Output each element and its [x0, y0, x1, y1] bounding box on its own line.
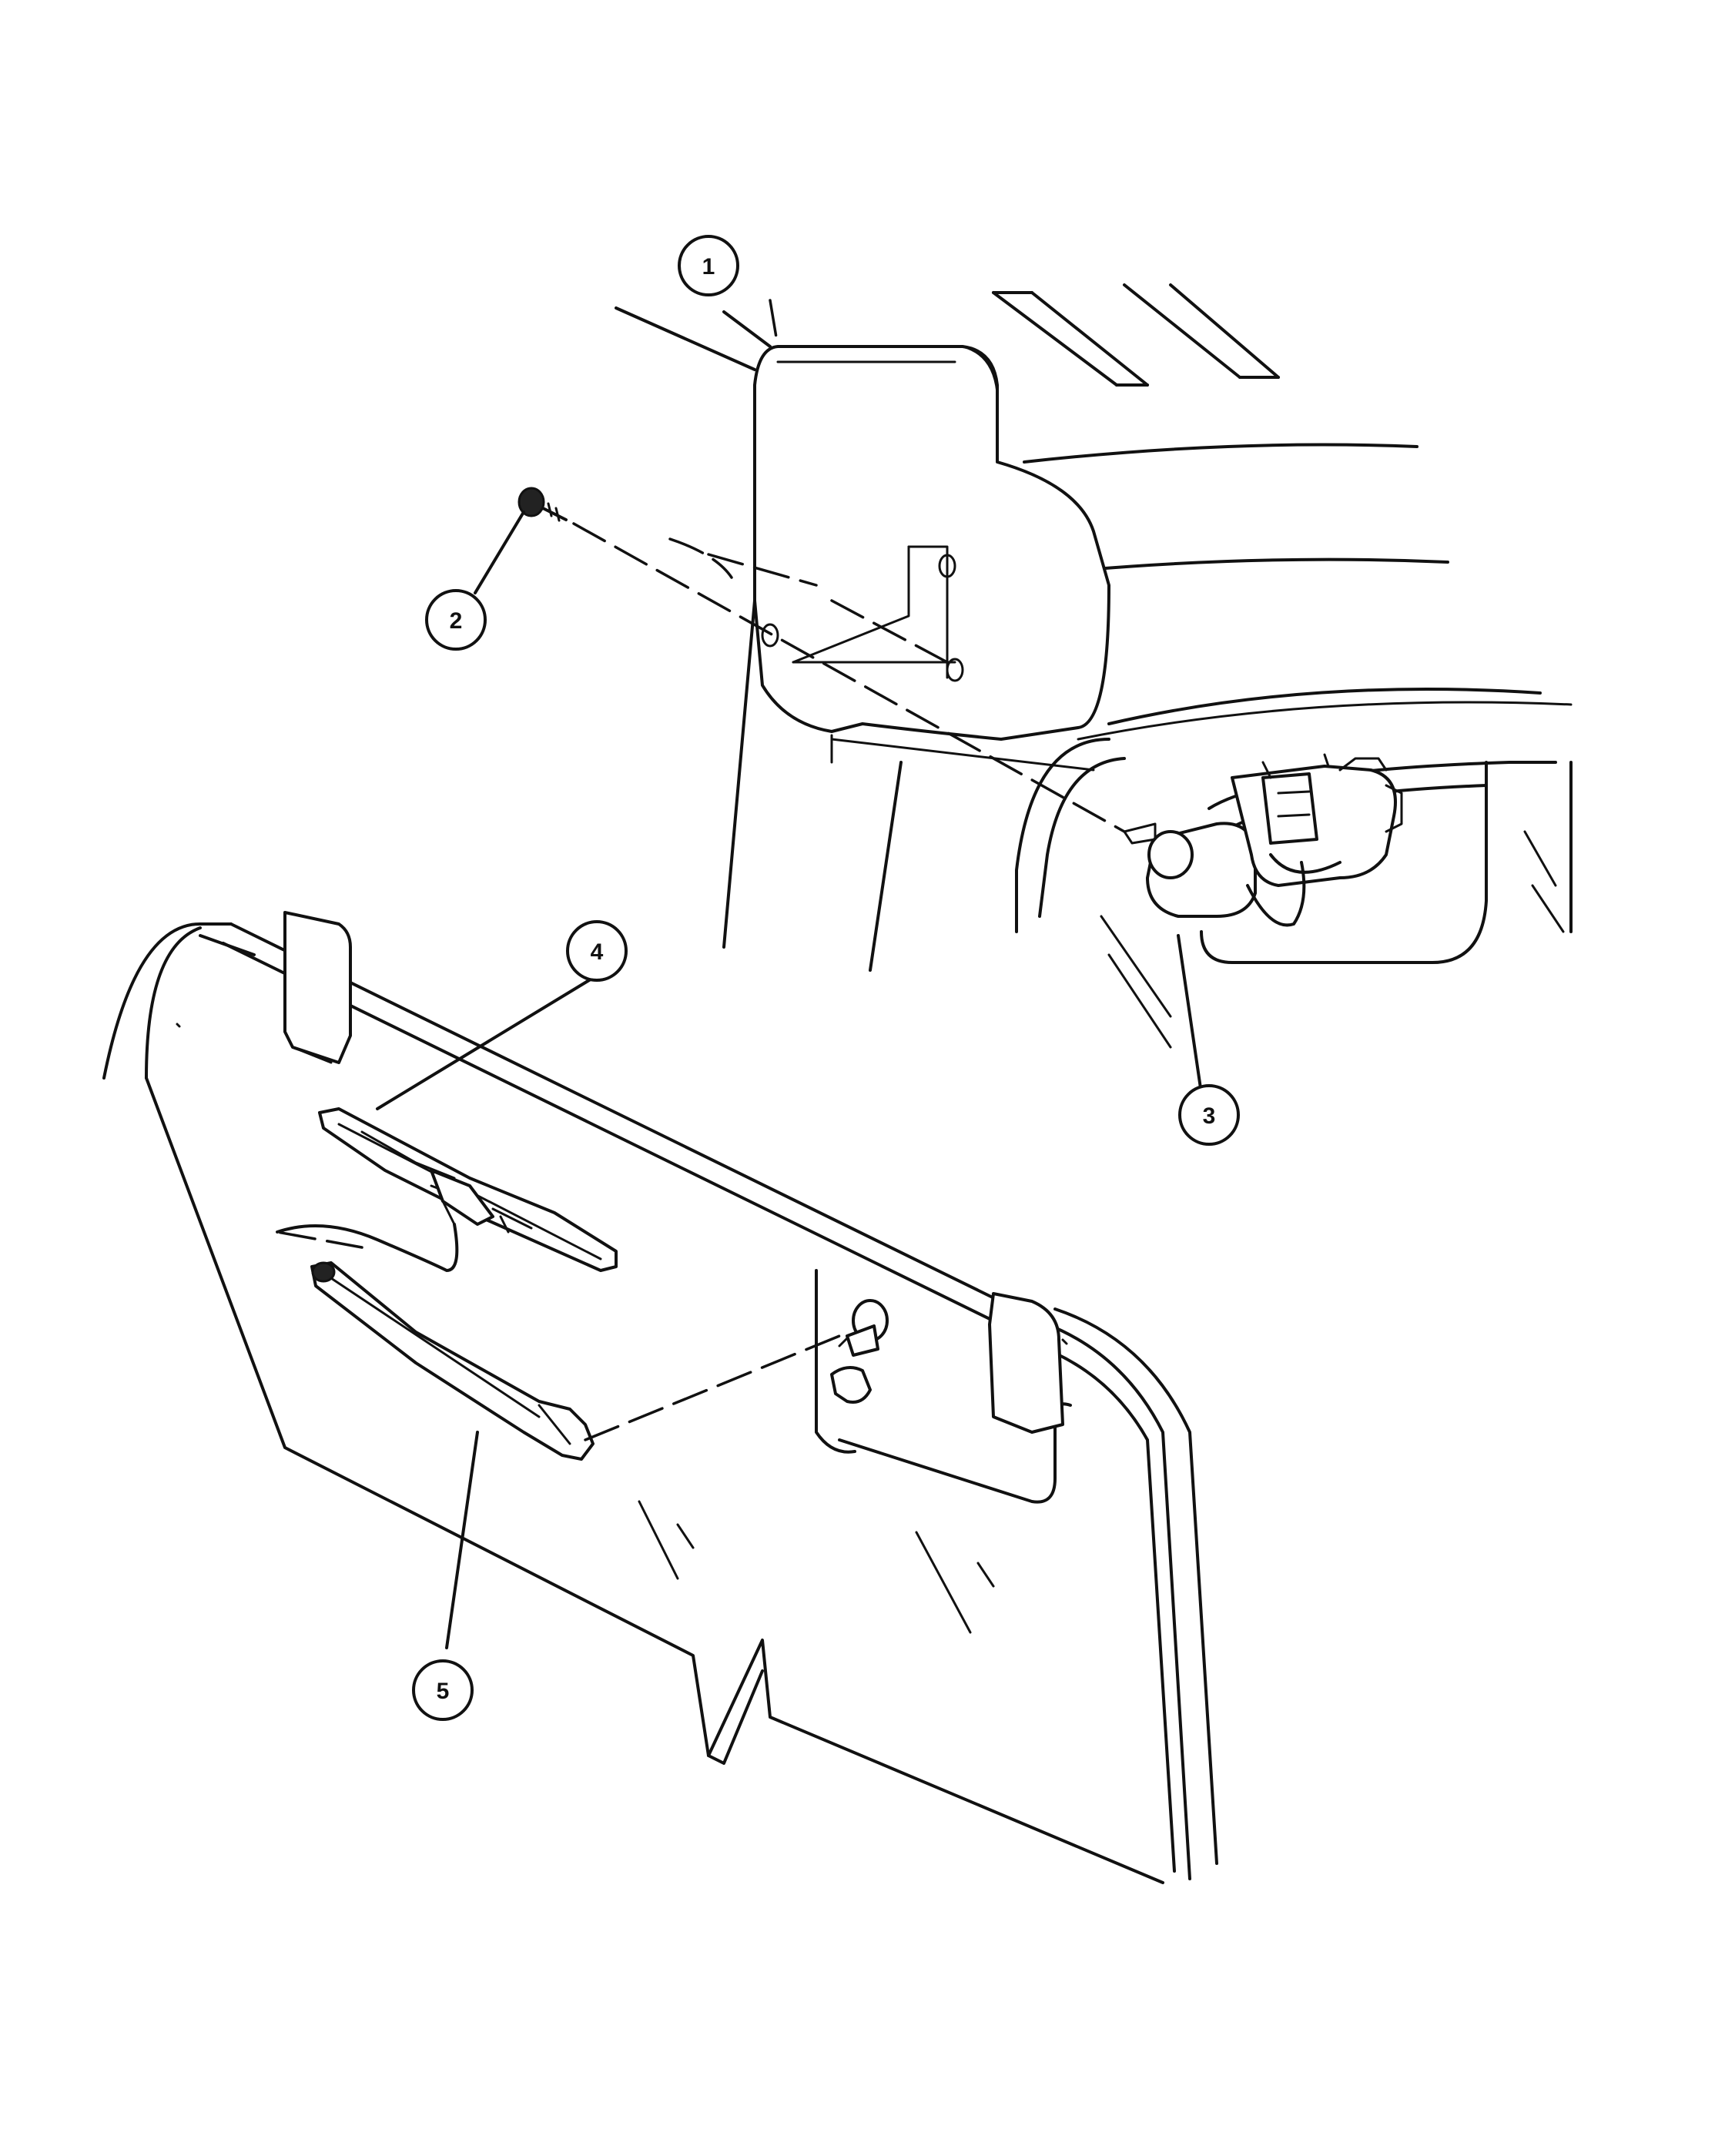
callout-1: 1 — [678, 235, 739, 296]
wiper-blade-part — [276, 1107, 618, 1272]
rear-window-glass — [102, 922, 1218, 1884]
callout-label-3: 3 — [1203, 1103, 1216, 1129]
leader-lines — [376, 310, 1203, 1649]
alignment-lines — [276, 299, 1126, 1441]
callout-label-5: 5 — [437, 1679, 450, 1704]
pillar-lines — [722, 599, 903, 972]
callout-label-2: 2 — [450, 608, 463, 634]
pivot-nut — [838, 1299, 889, 1357]
wiper-motor-part — [1123, 753, 1403, 927]
callout-3: 3 — [1178, 1084, 1240, 1146]
wiper-arm-part — [310, 1261, 595, 1461]
left-hinge-bracket — [283, 911, 352, 1064]
right-hinge-bracket — [988, 1292, 1064, 1434]
callout-5: 5 — [412, 1659, 474, 1721]
callout-4: 4 — [566, 920, 628, 982]
callout-label-1: 1 — [702, 254, 715, 280]
callout-label-4: 4 — [591, 939, 604, 965]
grommet — [830, 1366, 872, 1404]
screw-part — [518, 487, 568, 522]
vehicle-roof — [615, 283, 1573, 741]
cover-part — [753, 345, 1110, 772]
callout-2: 2 — [425, 589, 487, 651]
